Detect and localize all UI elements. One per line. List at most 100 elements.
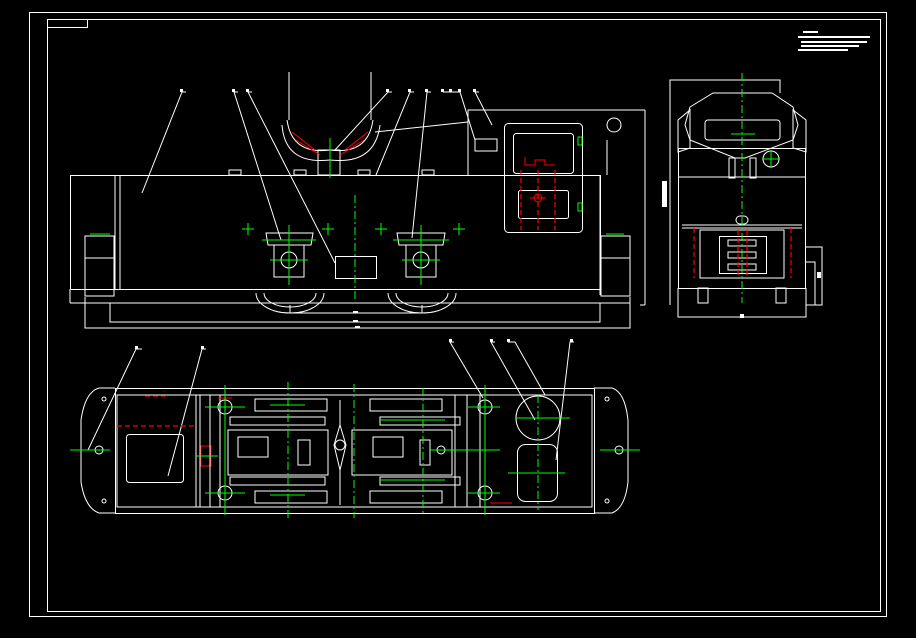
drawing-stroke xyxy=(425,89,428,92)
drawing-stroke xyxy=(265,232,314,246)
plan-cab-seat xyxy=(126,434,184,483)
drawing-stroke xyxy=(577,136,583,146)
pantograph xyxy=(281,72,381,178)
gearbox xyxy=(335,256,377,279)
cab-window xyxy=(513,133,574,174)
sheet-frame xyxy=(29,12,887,617)
drawing-stroke xyxy=(281,124,381,162)
drawing-stroke xyxy=(443,91,476,141)
drawing-stroke xyxy=(798,49,848,51)
drawing-stroke xyxy=(473,89,476,92)
drawing-stroke xyxy=(395,292,449,308)
drawing-stroke xyxy=(806,261,816,305)
drawing-stroke xyxy=(801,45,859,47)
drawing-stroke xyxy=(570,339,573,342)
drawing-stroke xyxy=(229,416,326,426)
traction-motor-right xyxy=(393,225,449,285)
coupler-block xyxy=(719,236,767,274)
drawing-stroke xyxy=(369,490,443,504)
drawing-stroke xyxy=(577,202,583,212)
drawing-stroke xyxy=(344,131,369,151)
drawing-stroke xyxy=(474,91,493,126)
drawing-stroke xyxy=(232,89,235,92)
drawing-stroke xyxy=(339,139,365,156)
drawing-stroke xyxy=(141,91,186,194)
drawing-stroke xyxy=(180,89,183,92)
drawing-stroke xyxy=(458,89,461,92)
drawing-stroke xyxy=(806,246,823,306)
drawing-stroke xyxy=(441,89,444,92)
drawing-stroke xyxy=(386,89,389,92)
drawing-stroke xyxy=(604,396,610,402)
drawing-stroke xyxy=(728,157,736,179)
drawing-stroke xyxy=(374,121,469,133)
drawing-stroke xyxy=(293,169,307,176)
drawing-stroke xyxy=(135,346,138,349)
drawing-stroke xyxy=(490,341,536,421)
drawing-stroke xyxy=(372,436,404,458)
leader-lines xyxy=(141,89,493,264)
plan-left-end xyxy=(80,387,115,514)
drawing-stroke xyxy=(669,79,781,305)
drawing-stroke xyxy=(792,108,807,153)
headlight-icon xyxy=(606,117,622,133)
drawing-stroke xyxy=(507,339,510,342)
outer-border xyxy=(29,12,887,617)
plan-leader-lines xyxy=(87,339,574,477)
corner-tag-box xyxy=(47,19,88,28)
plan-drive-components xyxy=(94,396,624,505)
drawing-stroke xyxy=(229,476,326,486)
drawing-stroke xyxy=(697,287,709,304)
buffer-left xyxy=(84,235,115,297)
front-elevation-view xyxy=(69,72,646,329)
drawing-stroke xyxy=(508,341,546,396)
drawing-stroke xyxy=(254,490,328,504)
end-elevation-view xyxy=(662,73,823,318)
drawing-stroke xyxy=(396,232,446,246)
drawing-stroke xyxy=(817,272,821,278)
drawing-stroke xyxy=(254,398,328,412)
drawing-stroke xyxy=(449,339,452,342)
drawing-stroke xyxy=(297,439,311,466)
drawing-stroke xyxy=(662,181,667,207)
cab-nameplate xyxy=(474,138,498,152)
drawing-stroke xyxy=(101,498,107,504)
drawing-stroke xyxy=(375,91,414,176)
cab-door xyxy=(504,123,583,233)
dimension-lines xyxy=(84,297,631,329)
plan-right-end xyxy=(594,387,629,514)
drawing-stroke xyxy=(201,346,204,349)
drawing-stroke xyxy=(524,157,555,166)
bolt-centerlines xyxy=(90,223,624,235)
drawing-stroke xyxy=(353,320,358,322)
drawing-stroke xyxy=(355,326,360,328)
drawing-stroke xyxy=(467,109,645,175)
drawing-stroke xyxy=(263,292,317,308)
traction-motor-left xyxy=(262,225,316,285)
drawing-stroke xyxy=(227,429,329,476)
drawing-stroke xyxy=(775,287,787,304)
drawing-stroke xyxy=(351,429,453,476)
buffer-right xyxy=(600,235,631,297)
drawing-stroke xyxy=(740,314,744,318)
drawing-stroke xyxy=(233,91,282,241)
drawing-stroke xyxy=(101,396,107,402)
plan-body-outline xyxy=(115,388,595,514)
drawing-stroke xyxy=(801,41,867,43)
drawing-stroke xyxy=(209,394,221,508)
drawing-stroke xyxy=(295,139,321,156)
drawing-stroke xyxy=(408,89,411,92)
drawing-stroke xyxy=(749,157,757,179)
drawing-stroke xyxy=(246,89,249,92)
door-lower-panel xyxy=(518,190,569,219)
drawing-stroke xyxy=(291,131,316,151)
drawing-stroke xyxy=(677,108,691,153)
drawing-stroke xyxy=(803,31,818,33)
drawing-stroke xyxy=(357,169,371,176)
drawing-stroke xyxy=(798,36,870,38)
drawing-stroke xyxy=(454,394,468,508)
plan-view xyxy=(70,339,640,520)
drawing-stroke xyxy=(449,341,484,399)
drawing-stroke xyxy=(237,436,269,458)
